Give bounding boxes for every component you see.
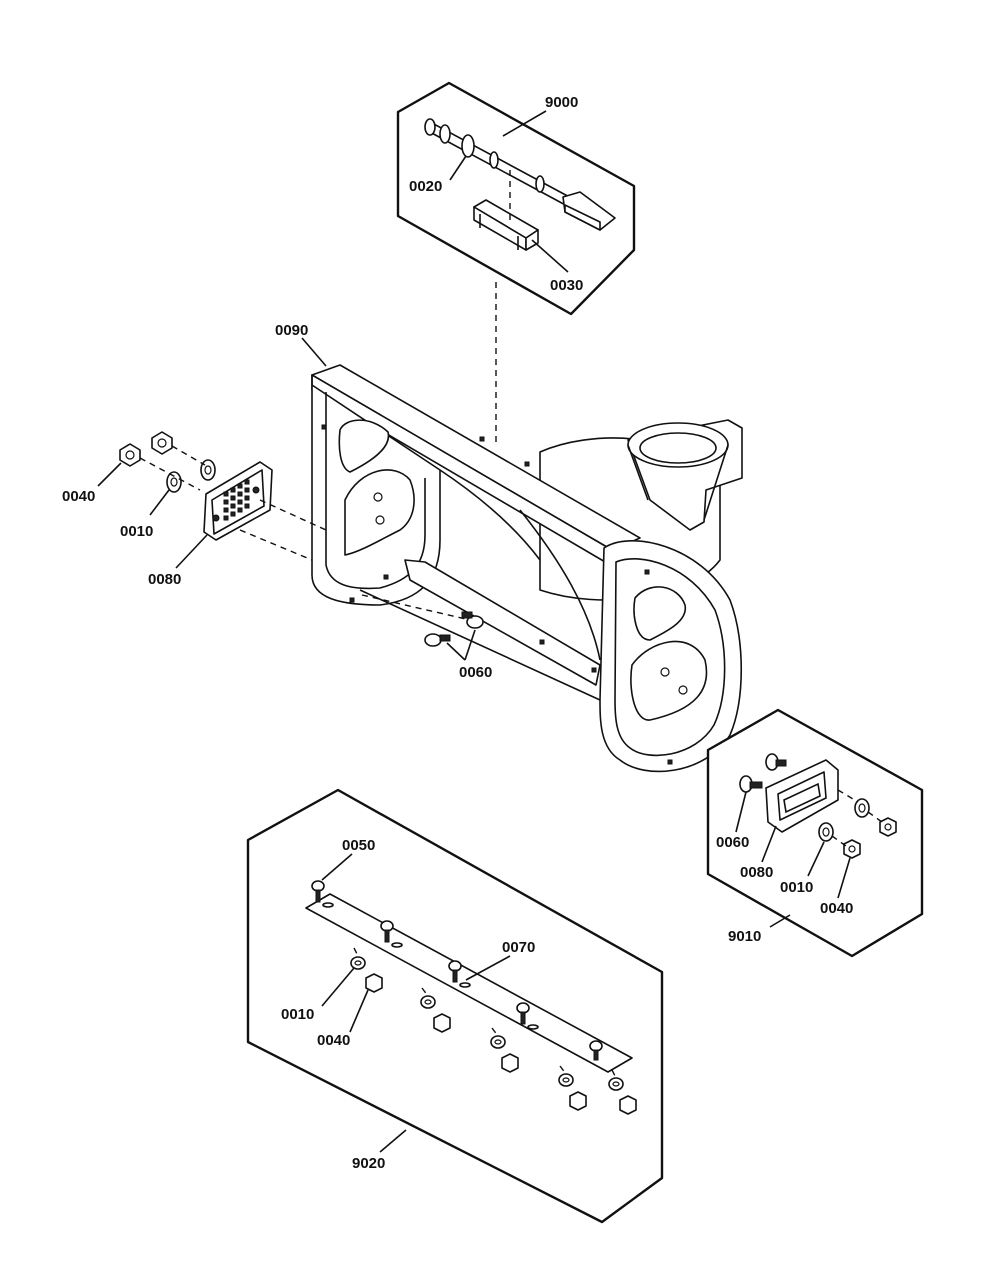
left-shoe-grid [223, 479, 250, 521]
left-nut-1 [119, 443, 141, 467]
label-0080-kit: 0080 [740, 864, 773, 881]
kit-9000-group: 9000 0020 0030 [396, 81, 636, 316]
label-0070: 0070 [502, 939, 535, 956]
label-0010-kit: 0010 [780, 879, 813, 896]
kit-9000-box [396, 81, 636, 316]
label-0020: 0020 [409, 178, 442, 195]
label-0010-bar: 0010 [281, 1006, 314, 1023]
kit-9010-box [706, 708, 924, 958]
auger-housing-part [311, 364, 743, 773]
label-0050: 0050 [342, 837, 375, 854]
carriage-bolts-main: 0060 [361, 594, 492, 681]
label-0040-kit: 0040 [820, 900, 853, 917]
left-nut-2 [151, 431, 173, 455]
kit-9020-box [246, 788, 664, 1224]
label-0080-left: 0080 [148, 571, 181, 588]
label-0040-bar: 0040 [317, 1032, 350, 1049]
scraper-bolts [311, 880, 603, 1061]
label-0030: 0030 [550, 277, 583, 294]
label-0010-left: 0010 [120, 523, 153, 540]
label-9020: 9020 [352, 1155, 385, 1172]
kit-9010-group: 0060 0080 0010 0040 9010 [706, 708, 924, 958]
label-0060-kit: 0060 [716, 834, 749, 851]
label-0040-left: 0040 [62, 488, 95, 505]
left-skid-shoe-group: 0040 0010 0080 [62, 431, 327, 588]
label-9010: 9010 [728, 928, 761, 945]
scraper-washers-nuts [350, 947, 637, 1115]
label-0090: 0090 [275, 322, 308, 339]
shaft-part [424, 118, 616, 231]
label-9000: 9000 [545, 94, 578, 111]
label-0060-main: 0060 [459, 664, 492, 681]
kit-9020-group: 0050 0070 0010 0040 9020 [246, 788, 664, 1224]
bracket-part [473, 199, 539, 251]
